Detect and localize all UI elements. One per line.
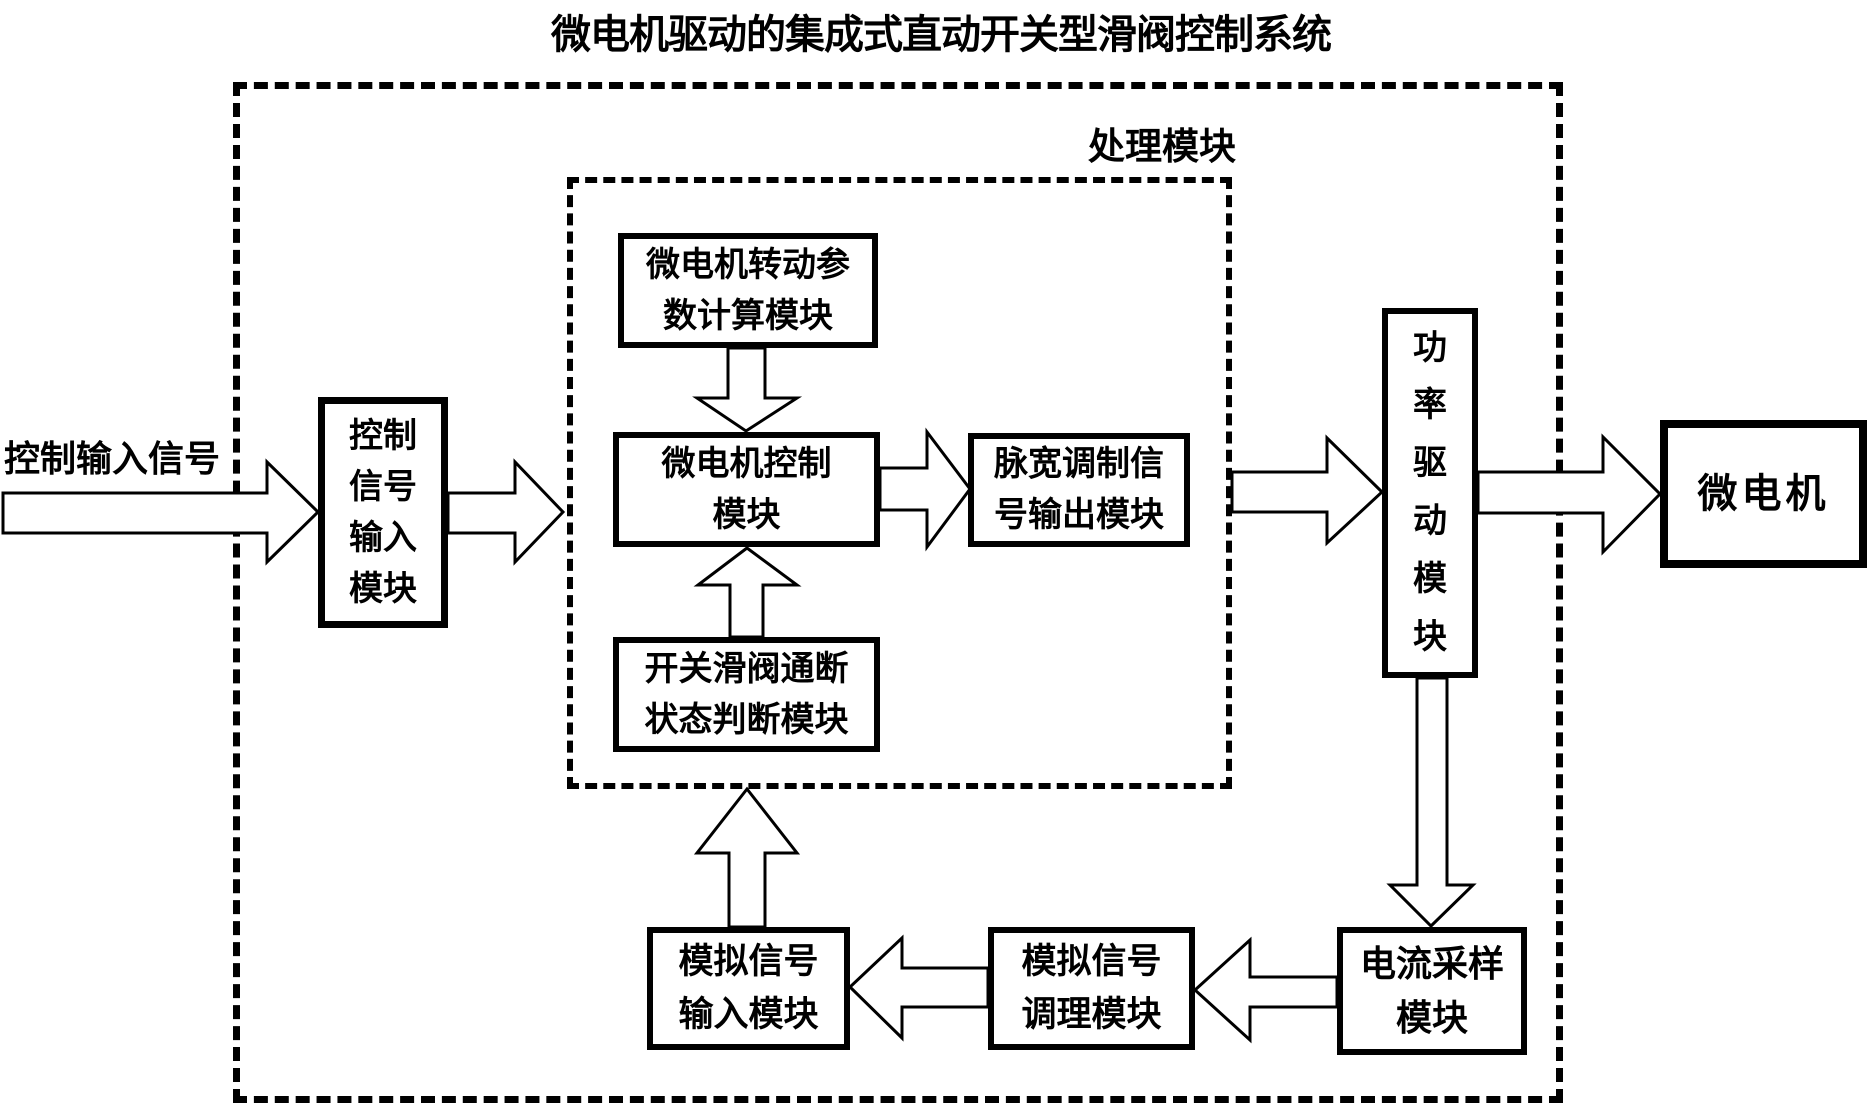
diagram-title: 微电机驱动的集成式直动开关型滑阀控制系统 [551,13,1332,57]
processing-module-boundary-box [567,177,1232,789]
block-power-drive-module: 功 率 驱 动 模 块 [1382,308,1478,678]
control-input-signal-label: 控制输入信号 [4,438,221,479]
block-analog-signal-conditioning-module: 模拟信号 调理模块 [988,927,1195,1050]
block-micro-motor: 微电机 [1660,420,1867,568]
processing-module-label: 处理模块 [1088,126,1236,167]
block-micro-motor-control-module: 微电机控制 模块 [613,432,880,547]
block-motor-rotation-parameter-calc-module: 微电机转动参 数计算模块 [618,233,878,348]
block-analog-signal-input-module: 模拟信号 输入模块 [647,927,850,1050]
block-current-sampling-module: 电流采样 模块 [1337,927,1527,1055]
block-pwm-signal-output-module: 脉宽调制信 号输出模块 [968,433,1190,547]
system-boundary-box [233,82,1563,1103]
block-control-signal-input-module: 控制 信号 输入 模块 [318,397,448,628]
block-valve-onoff-state-judge-module: 开关滑阀通断 状态判断模块 [613,637,880,752]
